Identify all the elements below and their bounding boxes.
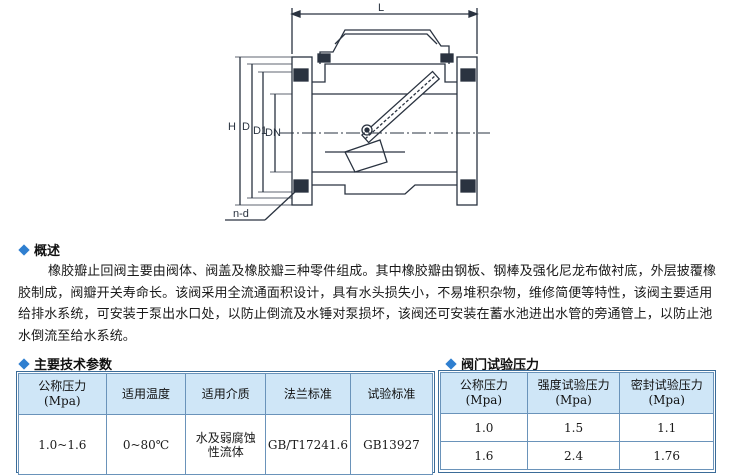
valve-cross-section-drawing: L H D D1 DN n-d (225, 2, 490, 221)
valve-bonnet (319, 29, 450, 64)
left-flange (291, 56, 313, 206)
table-header-row: 公称压力(Mpa) 强度试验压力(Mpa) 密封试验压力(Mpa) (440, 372, 714, 414)
tech-params-table: 公称压力(Mpa) 适用温度 适用介质 法兰标准 试验标准 1.0~1.6 0~… (18, 373, 434, 475)
tech-params-heading: 主要技术参数 (18, 354, 112, 373)
test-pressure-heading: 阀门试验压力 (445, 354, 539, 373)
label-d: D (242, 121, 250, 133)
table-row: 1.0~1.6 0~80℃ 水及弱腐蚀性流体 GB/T17241.6 GB139… (18, 414, 434, 475)
test-pressure-table: 公称压力(Mpa) 强度试验压力(Mpa) 密封试验压力(Mpa) 1.0 1.… (440, 372, 714, 470)
rubber-disc (361, 70, 441, 144)
label-d1: D1 (253, 125, 267, 137)
diamond-bullet-icon (18, 243, 30, 256)
table-header-row: 公称压力(Mpa) 适用温度 适用介质 法兰标准 试验标准 (18, 373, 434, 415)
label-dn: DN (265, 127, 281, 139)
overview-paragraph: 橡胶瓣止回阀主要由阀体、阀盖及橡胶瓣三种零件组成。其中橡胶瓣由钢板、钢棒及强化尼… (18, 264, 717, 344)
label-l: L (378, 2, 384, 14)
overview-heading: 概述 (18, 240, 60, 259)
table-row: 1.6 2.4 1.76 (440, 441, 714, 470)
diamond-bullet-icon (18, 357, 30, 370)
label-h: H (228, 121, 236, 133)
right-flange (456, 56, 478, 206)
table-row: 1.0 1.5 1.1 (440, 413, 714, 442)
label-nd: n-d (233, 208, 249, 220)
diamond-bullet-icon (445, 357, 457, 370)
valve-body (312, 93, 457, 173)
